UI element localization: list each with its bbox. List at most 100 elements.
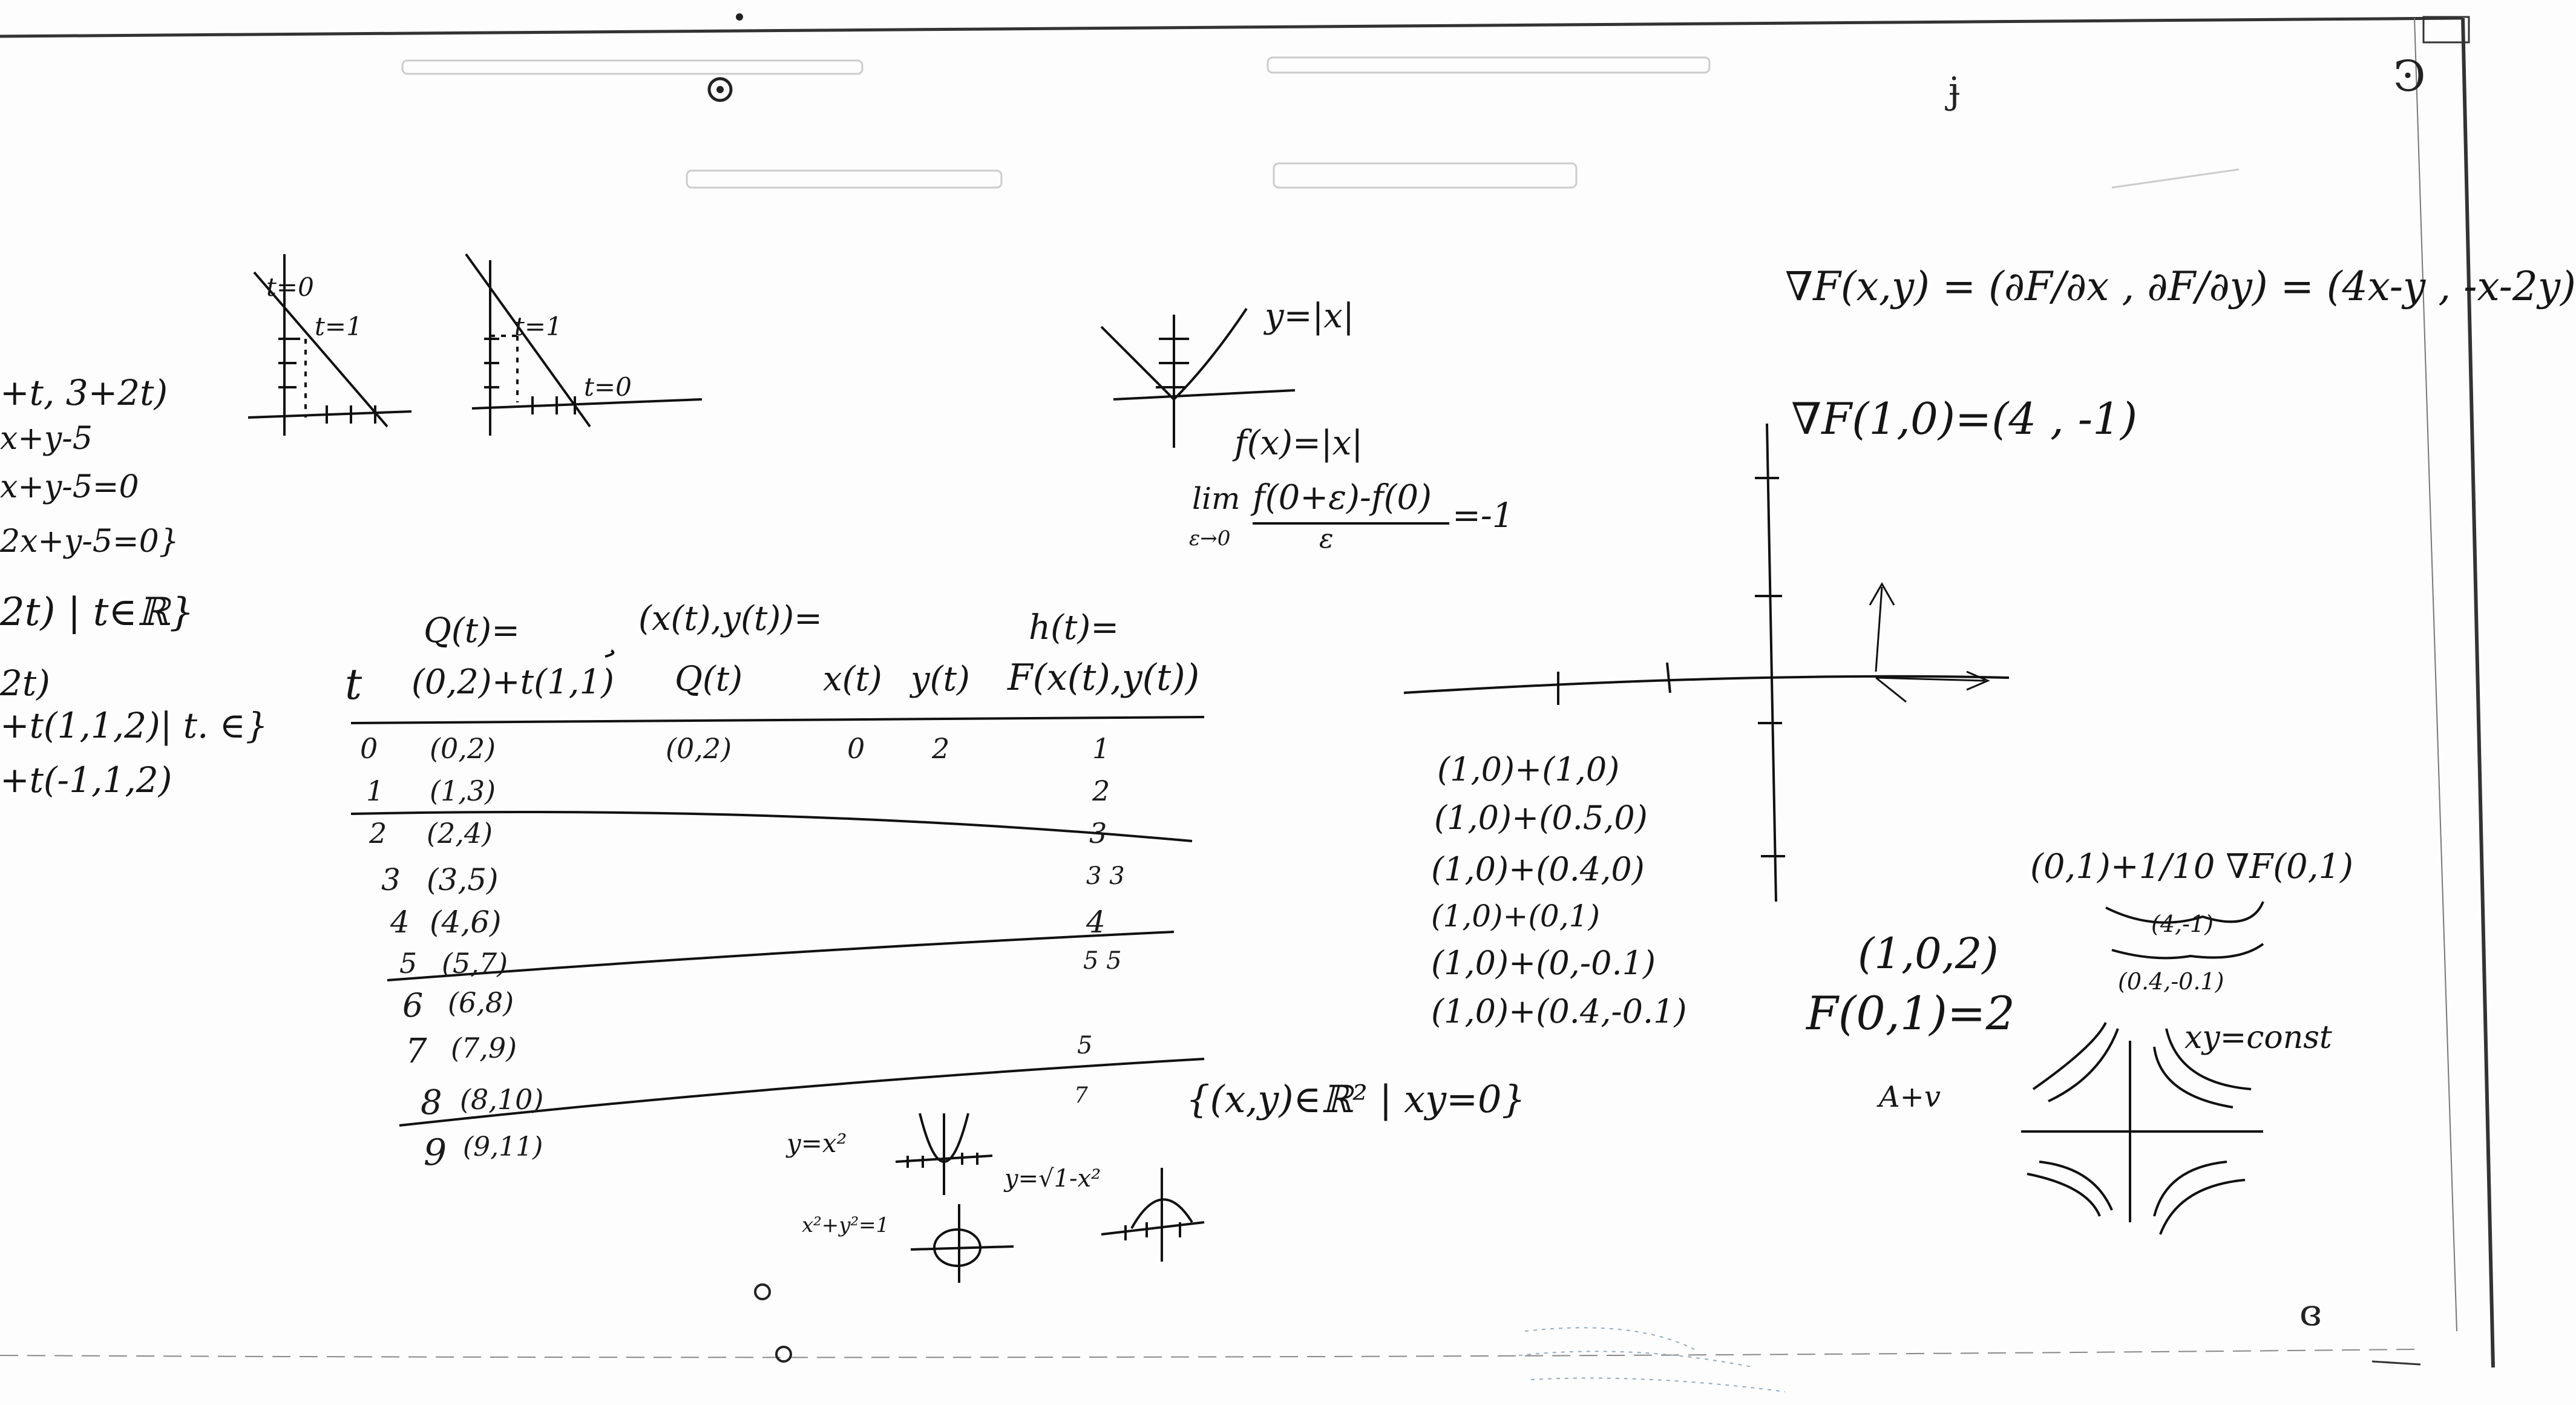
- row-q: (0,2): [430, 732, 496, 765]
- svg-text:ɞ: ɞ: [2299, 1292, 2322, 1334]
- semicircle-label: y=√1-x²: [1005, 1165, 1101, 1193]
- vector-line: (1,0)+(1,0): [1437, 750, 1620, 788]
- row-x: 0: [847, 732, 865, 765]
- graph-t-line-1: [247, 254, 412, 436]
- row-h: 3 3: [1086, 862, 1125, 890]
- row-t: 4: [390, 905, 410, 940]
- row-h: 1: [1092, 732, 1110, 765]
- row-h: 5: [1077, 1032, 1093, 1059]
- gradient-at-point: ∇F(1,0)=(4 , -1): [1791, 393, 2138, 444]
- row-xy: (0,2): [666, 732, 732, 765]
- board-specks: ɉ Ͽ ɞ: [707, 13, 2426, 1363]
- point-value: F(0,1)=2: [1806, 986, 2015, 1040]
- graph-t-line-2: [465, 253, 703, 436]
- combo-braces: [2105, 901, 2264, 960]
- table-row: 5 (5,7) 5 5: [399, 947, 1122, 980]
- row-q: (7,9): [451, 1032, 517, 1064]
- limit-lim: lim: [1192, 481, 1240, 516]
- graph2-t0-label: t=0: [584, 372, 632, 402]
- row-q: (1,3): [430, 775, 496, 807]
- graph2-t1-label: t=1: [514, 312, 562, 341]
- left-eq-8: +t(-1,1,2): [0, 759, 172, 801]
- vector-line: (1,0)+(0,-0.1): [1431, 944, 1656, 982]
- row-t: 8: [421, 1083, 442, 1122]
- left-eq-1: +t, 3+2t): [0, 372, 168, 413]
- table-header-q-bottom: (0,2)+t(1,1): [411, 663, 614, 702]
- svg-text:ɉ: ɉ: [1945, 70, 1960, 112]
- row-q: (8,10): [460, 1083, 544, 1116]
- table-header-y: y(t): [911, 660, 970, 699]
- limit-sub: ε→0: [1189, 526, 1231, 551]
- gradient-axes: [1403, 423, 2010, 902]
- row-t: 0: [360, 732, 378, 765]
- limit-result: =-1: [1452, 496, 1514, 535]
- parabola-label: y=x²: [787, 1128, 847, 1158]
- table-row: 1 (1,3) 2: [366, 775, 1110, 807]
- vector-line: (1,0)+(0.4,0): [1431, 850, 1645, 888]
- table-row: 9 (9,11): [424, 1132, 543, 1174]
- left-eq-4: 2x+y-5=0}: [0, 523, 179, 560]
- row-t: 3: [381, 862, 401, 897]
- row-t: 5: [399, 947, 418, 980]
- table-row: 4 (4,6) 4: [390, 905, 1106, 940]
- vector-line: (1,0)+(0.5,0): [1434, 799, 1648, 837]
- mini-plot-parabola: [895, 1113, 993, 1195]
- row-q: (3,5): [427, 862, 499, 897]
- row-h: 5 5: [1083, 947, 1122, 975]
- table-header-xy-bottom: Q(t): [675, 660, 743, 699]
- board-frame: [0, 16, 2495, 1368]
- limit-numerator: f(0+ε)-f(0): [1253, 478, 1432, 517]
- table-row: 3 (3,5) 3 3: [381, 862, 1125, 897]
- row-h: 3: [1089, 817, 1107, 850]
- whiteboard: ɉ Ͽ ɞ: [0, 13, 2495, 1392]
- row-h: 2: [1092, 775, 1110, 807]
- row-t: 1: [366, 775, 384, 807]
- set-expression: {(x,y)∈ℝ² | xy=0}: [1186, 1077, 1526, 1121]
- table-row: 7 (7,9) 5: [405, 1032, 1092, 1071]
- mini-plot-circle: [910, 1204, 1014, 1283]
- table-row: 8 (8,10) 7: [421, 1083, 1088, 1122]
- table-row: 2(2,4)3: [369, 817, 1107, 850]
- row-q: (6,8): [448, 986, 514, 1019]
- table-header-h-top: h(t)=: [1029, 608, 1119, 647]
- graph1-t1-label: t=1: [315, 312, 362, 341]
- combo-brace1: (4,-1): [2151, 911, 2214, 937]
- table-header-t: t: [345, 660, 362, 709]
- hyperbola-label: xy=const: [2184, 1020, 2332, 1056]
- graph1-t0-label: t=0: [266, 272, 314, 302]
- circle-label: x²+y²=1: [802, 1213, 890, 1237]
- left-eq-3: x+y-5=0: [0, 469, 139, 505]
- row-h: 4: [1086, 905, 1106, 940]
- mini-plot-semicircle: [1101, 1168, 1205, 1262]
- point-note: A+v: [1879, 1080, 1941, 1114]
- row-q: (5,7): [442, 947, 508, 980]
- abs-graph-label: y=|x|: [1265, 296, 1354, 336]
- table-lines: [350, 649, 1205, 1127]
- vector-line: (1,0)+(0.4,-0.1): [1431, 992, 1687, 1030]
- row-t: 6: [402, 986, 424, 1024]
- svg-text:Ͽ: Ͽ: [2393, 51, 2426, 101]
- combo-expression: (0,1)+1/10 ∇F(0,1): [2030, 847, 2353, 886]
- table-header-q-top: Q(t)=: [424, 611, 520, 650]
- row-q: (9,11): [463, 1132, 543, 1162]
- table-header-x: x(t): [823, 660, 882, 699]
- table-header-h-bottom: F(x(t),y(t)): [1008, 657, 1200, 699]
- limit-fx: f(x)=|x|: [1234, 424, 1363, 463]
- table-row: 6 (6,8): [402, 986, 514, 1024]
- limit-fraction-bar: [1253, 522, 1449, 525]
- row-t: 7: [405, 1032, 427, 1071]
- row-h: 7: [1074, 1083, 1088, 1108]
- left-eq-5: 2t) | t∈ℝ}: [0, 590, 194, 635]
- left-eq-6: 2t): [0, 663, 50, 704]
- combo-brace2: (0.4,-0.1): [2118, 968, 2224, 995]
- eraser-residue: [1518, 1327, 1786, 1392]
- row-t: 9: [424, 1132, 447, 1174]
- row-q: (4,6): [430, 905, 502, 940]
- table-header-xy-top: (x(t),y(t))=: [638, 599, 823, 638]
- vector-line: (1,0)+(0,1): [1431, 899, 1600, 934]
- row-q: (2,4): [427, 817, 493, 850]
- point-triple: (1,0,2): [1858, 929, 1999, 978]
- left-eq-7: +t(1,1,2)| t. ∈}: [0, 705, 268, 746]
- erased-marks: [401, 56, 2240, 189]
